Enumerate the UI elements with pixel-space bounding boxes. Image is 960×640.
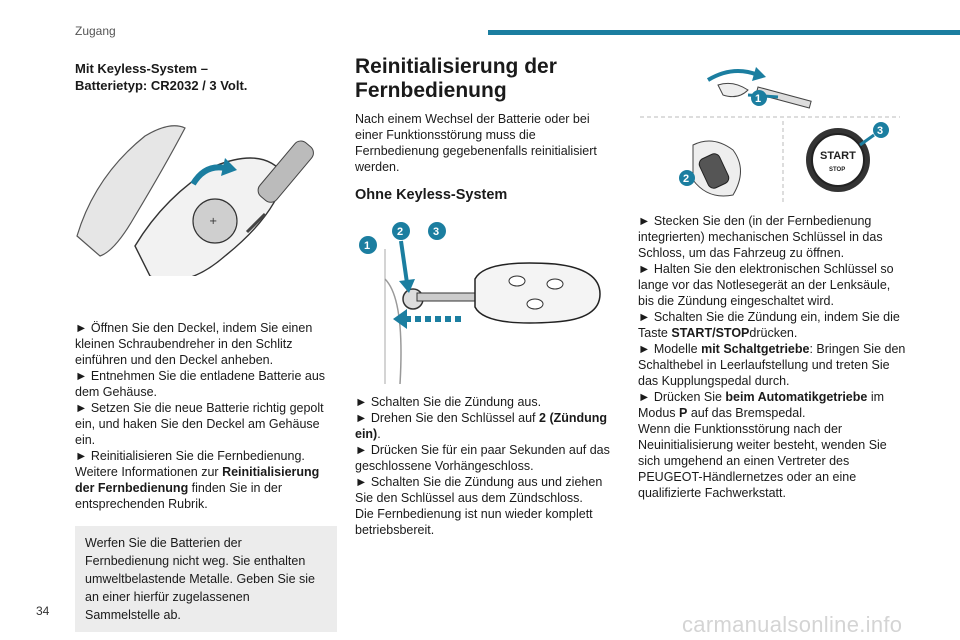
right-step-5-mid: im Modus [638,390,885,420]
left-info: Weitere Informationen zur Reinitialisier… [75,464,337,512]
right-step-3-pre: ► Schalten Sie die Zündung ein, indem Si… [638,310,900,340]
left-step-3: ► Setzen Sie die neue Batterie richtig g… [75,401,324,447]
right-step-4: ► Modelle mit Schaltgetriebe: Bringen Si… [638,341,906,389]
start-label-3: 3 [877,125,883,137]
header-section-label: Zugang [75,24,116,38]
right-step-5-pre: ► Drücken Sie [638,390,726,404]
battery-heading: Mit Keyless-System – Batterietyp: CR2032… [75,61,248,93]
middle-step-1: ► Schalten Sie die Zündung aus. [355,395,542,409]
ignition-label-1: 1 [364,240,370,252]
ignition-label-2: 2 [397,226,403,238]
page-number: 34 [36,604,50,618]
section-title: Reinitialisierung der Fernbedienung [355,55,557,102]
middle-step-2: ► Drehen Sie den Schlüssel auf 2 (Zündun… [355,410,620,442]
left-step-2: ► Entnehmen Sie die entladene Batterie a… [75,369,326,399]
middle-final: Die Fernbedienung ist nun wieder komplet… [355,507,593,537]
start-label-2: 2 [683,173,689,185]
battery-disposal-note: Werfen Sie die Batterien der Fernbedienu… [75,526,337,632]
left-step-4: ► Reinitialisieren Sie die Fernbedienung… [75,449,305,463]
ignition-key-figure: 1 2 3 [359,222,601,384]
stop-text: STOP [829,167,845,173]
middle-step-2-post: . [377,427,381,441]
left-info-post: finden Sie in der entsprechenden Rubrik. [75,481,283,511]
right-step-4-post: : Bringen Sie den Schalthebel in Leerlau… [638,342,906,388]
right-step-5: ► Drücken Sie beim Automatikgetriebe im … [638,389,906,421]
left-column: Mit Keyless-System – Batterietyp: CR2032… [75,60,337,632]
right-step-5-bold: beim Automatikgetriebe [725,390,868,404]
key-battery-figure: + [76,125,314,276]
left-step-1: ► Öffnen Sie den Deckel, indem Sie einen… [75,321,313,367]
svg-text:+: + [209,216,217,227]
start-text: START [820,150,856,162]
middle-step-3: ► Drücken Sie für ein paar Sekunden auf … [355,443,610,473]
watermark: carmanualsonline.info [682,612,903,637]
right-step-1: ► Stecken Sie den (in der Fernbedienung … [638,214,883,260]
right-step-2: ► Halten Sie den elektronischen Schlüsse… [638,262,894,308]
middle-step-2-pre: ► Drehen Sie den Schlüssel auf [355,411,540,425]
start-label-1: 1 [755,93,761,105]
subsection-title: Ohne Keyless-System [355,187,508,203]
start-stop-figure: 1 2 START STOP 3 [640,67,900,205]
right-step-3-post: drücken. [749,326,798,340]
left-info-bold: Reinitialisierung der Fernbedienung [75,465,320,495]
right-step-4-pre: ► Modelle [638,342,702,356]
middle-step-4: ► Schalten Sie die Zündung aus und ziehe… [355,475,603,505]
header-accent-bar [488,30,960,35]
right-step-5-post: auf das Bremspedal. [687,406,806,420]
left-info-pre: Weitere Informationen zur [75,465,223,479]
right-step-3: ► Schalten Sie die Zündung ein, indem Si… [638,309,906,341]
right-step-3-bold: START/STOP [671,326,750,340]
middle-column: Reinitialisierung der Fernbedienung Nach… [355,55,620,538]
right-final: Wenn die Funktionsstörung nach der Neuin… [638,422,887,500]
right-step-4-bold: mit Schaltgetriebe [701,342,810,356]
middle-step-2-bold: 2 (Zündung ein) [355,411,608,441]
right-step-5-bold2: P [679,406,688,420]
ignition-label-3: 3 [433,226,439,238]
intro-text: Nach einem Wechsel der Batterie oder bei… [355,112,597,174]
right-column: 1 2 START STOP 3 ► Stecken Sie den (in d… [638,55,906,501]
